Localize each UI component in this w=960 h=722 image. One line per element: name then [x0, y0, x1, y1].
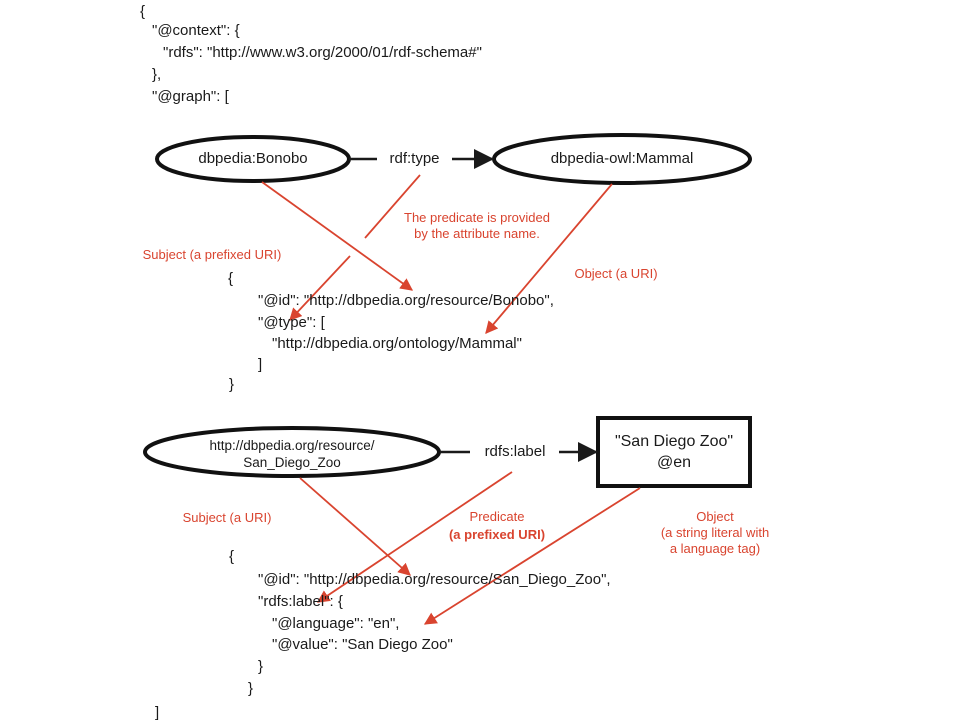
- json-context-close: },: [152, 66, 162, 83]
- literal-object-annotation: Object (a string literal with a language…: [660, 509, 770, 556]
- arrow-predicate-to-rdfs-label: [316, 471, 513, 603]
- sandiego-subject-node: [143, 426, 441, 478]
- bonobo-json-open: {: [228, 270, 234, 287]
- arrow-predicate-to-type: [364, 174, 421, 239]
- predicate-prefixed-annotation: (a prefixed URI): [448, 527, 546, 542]
- object-uri-annotation: Object (a URI): [574, 266, 658, 281]
- sandiego-json-id: "@id": "http://dbpedia.org/resource/San_…: [258, 571, 611, 588]
- sandiego-json-value: "@value": "San Diego Zoo": [272, 636, 453, 653]
- bonobo-json-id: "@id": "http://dbpedia.org/resource/Bono…: [258, 292, 554, 309]
- graph-close-bracket: ]: [155, 704, 160, 721]
- json-open-brace: {: [140, 3, 146, 20]
- predicate-annotation: The predicate is provided by the attribu…: [404, 210, 550, 241]
- arrow-predicate-to-type-2: [289, 255, 351, 321]
- mammal-object-node: [492, 133, 752, 185]
- bonobo-json-type-close: ]: [258, 356, 263, 373]
- bonobo-json-close: }: [229, 376, 235, 393]
- json-graph-key: "@graph": [: [152, 88, 229, 105]
- sandiego-subject-label: http://dbpedia.org/resource/ San_Diego_Z…: [209, 438, 375, 470]
- sandiego-json-label-close: }: [258, 658, 264, 675]
- arrow-subject-uri-to-id: [299, 477, 411, 576]
- sandiego-literal-node: [596, 416, 752, 488]
- arrow-object-to-mammal: [485, 183, 613, 334]
- arrow-subject-to-id: [261, 181, 414, 291]
- json-context-key: "@context": {: [152, 22, 240, 39]
- subject-uri-annotation: Subject (a URI): [182, 510, 272, 525]
- mammal-object-label: dbpedia-owl:Mammal: [550, 150, 694, 167]
- sandiego-json-language: "@language": "en",: [272, 615, 400, 632]
- sandiego-json-label-key: "rdfs:label": {: [258, 593, 343, 610]
- bonobo-predicate-label: rdf:type: [389, 150, 440, 167]
- bonobo-subject-label: dbpedia:Bonobo: [198, 150, 308, 167]
- json-rdfs-prefix: "rdfs": "http://www.w3.org/2000/01/rdf-s…: [163, 44, 482, 61]
- subject-prefixed-annotation: Subject (a prefixed URI): [142, 247, 282, 262]
- predicate-annotation-2: Predicate: [469, 509, 525, 524]
- arrow-literal-to-language: [423, 487, 641, 625]
- sandiego-predicate-label: rdfs:label: [484, 443, 546, 460]
- bonobo-json-type-key: "@type": [: [258, 314, 325, 331]
- sandiego-json-open: {: [229, 548, 235, 565]
- bonobo-json-type-value: "http://dbpedia.org/ontology/Mammal": [272, 335, 522, 352]
- sandiego-json-close: }: [248, 680, 254, 697]
- sandiego-literal-label: "San Diego Zoo" @en: [614, 433, 734, 471]
